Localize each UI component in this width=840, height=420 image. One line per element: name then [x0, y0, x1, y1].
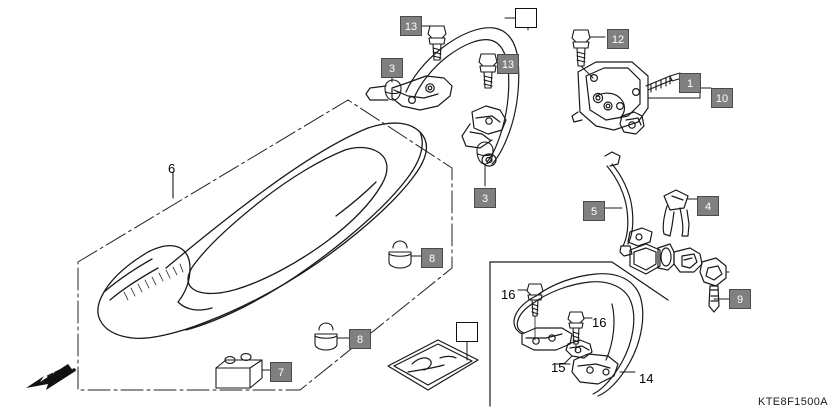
leader-8 — [336, 255, 422, 339]
seat-group-boundary — [77, 99, 453, 391]
plain-label-15-3: 15 — [551, 360, 566, 375]
callout-chip-1-5[interactable]: 1 — [679, 73, 701, 93]
tool-tray-box — [215, 353, 263, 389]
grab-rail-rear — [513, 273, 644, 397]
seat-lock-cable — [604, 151, 634, 257]
inset-box-grab-rail — [489, 261, 669, 407]
rubber-cap-lower — [476, 141, 494, 165]
seat-assembly-outline — [97, 122, 428, 340]
callout-chip-8-9[interactable]: 8 — [421, 248, 443, 268]
callout-chip-13-2[interactable]: 13 — [497, 54, 519, 74]
grab-rail-bolt-left — [526, 283, 544, 317]
front-direction-marker: FR. — [26, 364, 76, 390]
callout-chip-3-3[interactable]: 3 — [474, 188, 496, 208]
plain-label-6-0: 6 — [168, 161, 176, 176]
callout-chip-13-0[interactable]: 13 — [400, 16, 422, 36]
callout-chip-5-7[interactable]: 5 — [583, 201, 605, 221]
callout-chip-9-12[interactable]: 9 — [729, 289, 751, 309]
plain-label-16-2: 16 — [592, 315, 607, 330]
flange-bolt-upper-left — [427, 25, 447, 61]
callout-chip-7-11[interactable]: 7 — [270, 362, 292, 382]
grab-rail-bolt-right — [567, 311, 585, 345]
callout-chip-3-1[interactable]: 3 — [381, 58, 403, 78]
caution-label-plate — [387, 339, 479, 391]
callout-chip-12-4[interactable]: 12 — [607, 29, 629, 49]
callout-chip-4-8[interactable]: 4 — [697, 196, 719, 216]
seat-damper-upper — [388, 240, 412, 269]
flange-bolt-lock-bracket — [571, 29, 591, 67]
grab-rail-front — [365, 27, 520, 167]
plain-label-16-1: 16 — [501, 287, 516, 302]
callout-chip-8-10[interactable]: 8 — [349, 329, 371, 349]
flange-bolt-mid — [478, 53, 498, 89]
empty-callout-box-0[interactable] — [515, 8, 537, 28]
callout-chip-10-6[interactable]: 10 — [711, 88, 733, 108]
spring — [645, 72, 683, 93]
empty-callout-box-1[interactable] — [456, 322, 478, 342]
leader-9 — [713, 271, 730, 300]
wire-clip — [662, 189, 690, 237]
seat-damper-lower — [314, 322, 338, 351]
key-set — [627, 227, 727, 313]
seat-lock-assembly — [571, 61, 649, 135]
leader-lines-inset — [517, 289, 636, 373]
rubber-cap-left — [384, 79, 402, 101]
part-code: KTE8F1500A — [757, 396, 828, 408]
seat-nose-ribs — [123, 263, 184, 301]
plain-label-14-4: 14 — [639, 371, 654, 386]
